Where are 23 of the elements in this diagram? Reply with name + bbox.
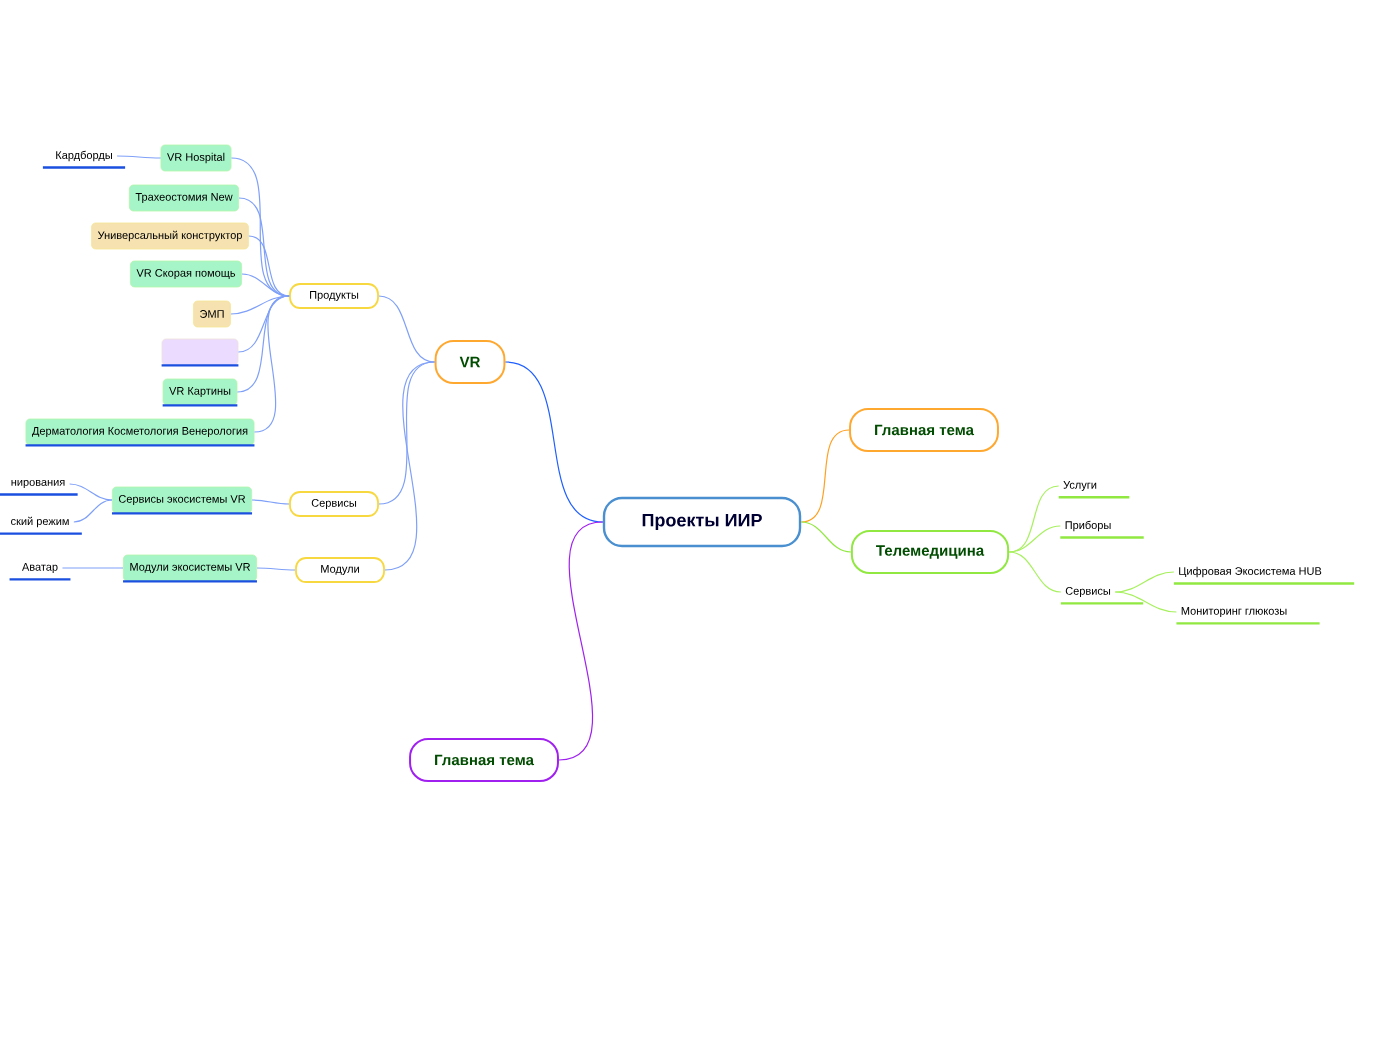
connector: [1114, 571, 1175, 593]
connector: [800, 429, 850, 523]
connector: [116, 155, 162, 159]
connector: [61, 567, 124, 569]
connector: [1008, 525, 1061, 553]
connector: [241, 273, 290, 297]
connector: [1008, 485, 1060, 553]
central-topic-box: Проекты ИИР: [602, 496, 802, 548]
connector: [1114, 591, 1177, 613]
connector: [256, 567, 296, 571]
connector: [384, 361, 436, 571]
connector: [237, 295, 290, 353]
connector: [73, 499, 113, 523]
connector: [800, 521, 852, 553]
connector: [253, 295, 290, 433]
connector: [248, 235, 290, 297]
connector: [504, 361, 604, 523]
connector: [1008, 551, 1062, 593]
connector: [69, 483, 113, 501]
topic-box: [161, 338, 239, 367]
connector: [251, 499, 290, 505]
connector: [558, 521, 604, 761]
connector: [378, 295, 436, 363]
